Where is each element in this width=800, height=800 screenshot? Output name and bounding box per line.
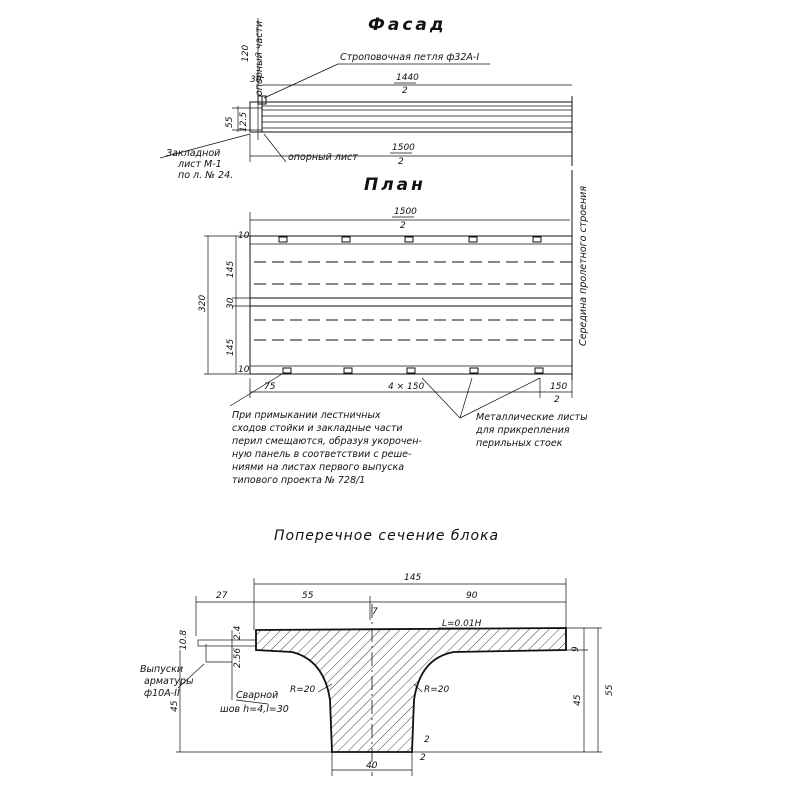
section-dim-145: 145	[404, 573, 421, 583]
rebar-label-line1: Выпуски	[140, 664, 183, 675]
plan-slot	[469, 367, 479, 374]
lifting-loop-mark	[257, 95, 267, 105]
section-dim-24: 2.4	[233, 625, 243, 640]
facade-view: Фасад Строповочная петля ф32А-I 120 30 о…	[159, 15, 573, 181]
section-dim-256: 2.56	[233, 648, 243, 668]
section-dim-2-upper: 2	[424, 735, 430, 745]
facade-beam-outline	[249, 101, 573, 133]
section-dim-9: 9	[571, 646, 581, 652]
plan-view: План 1500 2 3	[198, 170, 589, 486]
embedded-sheet-line1: Закладной	[166, 148, 220, 159]
embedded-sheet-line2: лист М-1	[177, 159, 222, 170]
cross-section-view: Поперечное сечение блока 145 27 55 90 7 …	[140, 528, 615, 776]
facade-dim-1500: 1500	[392, 143, 415, 153]
facade-dim-55: 55	[225, 116, 235, 128]
section-dim-2-lower: 2	[420, 753, 426, 763]
svg-text:перил смещаются, образуя укоро: перил смещаются, образуя укорочен-	[232, 436, 422, 447]
facade-dim-120: 120	[241, 45, 251, 62]
svg-text:ную панель в соответствии с ре: ную панель в соответствии с реше-	[232, 449, 412, 460]
section-dim-90: 90	[466, 591, 478, 601]
svg-text:При примыкании лестничных: При примыкании лестничных	[232, 410, 381, 421]
plan-slot	[278, 236, 288, 243]
plan-dim-4x150: 4 × 150	[388, 382, 424, 392]
plan-slot	[532, 236, 542, 243]
section-dim-45-left: 45	[170, 700, 180, 712]
section-radius-right: R=20	[424, 685, 450, 695]
plan-slot	[282, 367, 292, 374]
section-dim-45-right: 45	[573, 694, 583, 706]
weld-label-line1: Сварной	[236, 690, 278, 701]
lifting-loop-leader	[263, 63, 339, 99]
plan-dim-10-bottom: 10	[238, 365, 250, 375]
plan-dim-145-top: 145	[226, 261, 236, 278]
svg-text:перильных стоек: перильных стоек	[476, 438, 563, 449]
plan-dim-320: 320	[198, 295, 208, 312]
lifting-loop-label: Строповочная петля ф32А-I	[340, 52, 479, 63]
plan-note-right: Металлические листы для прикрепления пер…	[421, 377, 588, 449]
facade-dim-1500-den: 2	[398, 157, 404, 167]
svg-text:сходов стойки и закладные част: сходов стойки и закладные части	[232, 423, 403, 434]
support-sheet-label: опорный лист	[288, 152, 358, 163]
facade-vertical-note: опорный части	[254, 21, 265, 96]
weld-label-line2: шов h=4,l=30	[220, 704, 289, 715]
svg-text:для прикрепления: для прикрепления	[475, 425, 570, 436]
svg-text:ниями на листах первого выпуск: ниями на листах первого выпуска	[232, 462, 404, 473]
section-title: Поперечное сечение блока	[274, 528, 499, 544]
plan-dim-150: 150	[550, 382, 567, 392]
facade-dim-1440-den: 2	[402, 86, 408, 96]
section-radius-left: R=20	[290, 685, 316, 695]
rebar-label-line3: ф10А-II	[144, 688, 180, 699]
plan-dim-30: 30	[226, 297, 236, 309]
facade-dim-30: 30	[250, 75, 262, 85]
section-dim-108: 10.8	[179, 630, 189, 650]
plan-dim-10-top: 10	[238, 231, 250, 241]
svg-text:типового проекта № 728/1: типового проекта № 728/1	[232, 475, 365, 486]
plan-dim-150-den: 2	[554, 395, 560, 405]
section-dim-40: 40	[366, 761, 378, 771]
embedded-sheet-line3: по л. № 24.	[178, 170, 233, 181]
section-dim-27: 27	[216, 591, 228, 601]
section-dim-55: 55	[302, 591, 314, 601]
plan-slot	[341, 236, 351, 243]
section-dim-55-right: 55	[605, 684, 615, 696]
svg-text:Металлические листы: Металлические листы	[476, 412, 588, 423]
section-dim-slope: L=0.01Н	[442, 619, 482, 629]
plan-middle-label: Середина пролетного строения	[578, 186, 589, 346]
plan-dim-75: 75	[264, 382, 276, 392]
rebar-outlet	[197, 639, 257, 647]
facade-title: Фасад	[368, 15, 447, 35]
plan-slot	[343, 367, 353, 374]
plan-dim-145-bottom: 145	[226, 339, 236, 356]
plan-slot	[468, 236, 478, 243]
plan-title: План	[364, 175, 426, 195]
plan-slot	[404, 236, 414, 243]
plan-slot	[534, 367, 544, 374]
plan-dim-1500-den: 2	[400, 221, 406, 231]
plan-slot	[406, 367, 416, 374]
facade-dim-1440: 1440	[396, 73, 419, 83]
plan-note-left: При примыкании лестничных сходов стойки …	[229, 373, 422, 486]
facade-dim-125: 12.5	[239, 112, 249, 132]
rebar-label-line2: арматуры	[144, 676, 194, 687]
plan-dim-1500: 1500	[394, 207, 417, 217]
section-dim-7: 7	[372, 607, 378, 617]
